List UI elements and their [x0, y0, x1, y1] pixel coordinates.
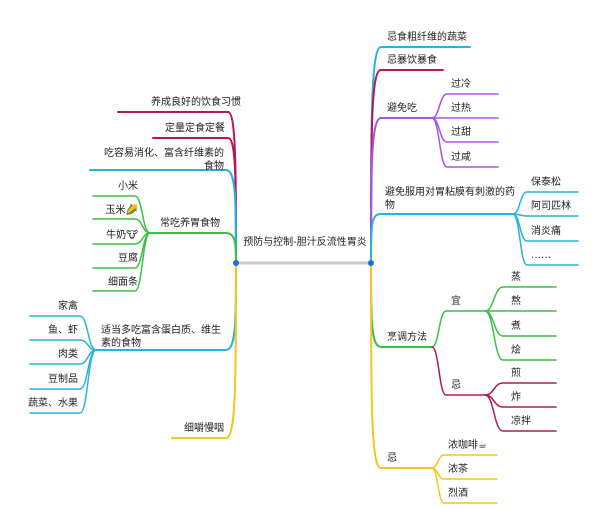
connector-line: [512, 213, 579, 217]
taboo-item[interactable]: 浓咖啡☕: [448, 440, 487, 451]
stomach-food-item[interactable]: 玉米🌽: [105, 205, 138, 216]
connector-line: [484, 382, 557, 396]
drug-item[interactable]: 保泰松: [531, 177, 561, 188]
topic-stomach-food[interactable]: 常吃养胃食物: [160, 218, 220, 229]
topic-avoid-drugs[interactable]: 避免服用对胃粘膜有刺激的药物: [385, 187, 515, 211]
cooking-good-item[interactable]: 蒸: [511, 272, 521, 283]
cooking-bad-item[interactable]: 炸: [511, 392, 521, 403]
connector-line: [370, 262, 433, 469]
connector-line: [89, 169, 237, 264]
right-hub-dot: [368, 260, 374, 266]
stomach-food-item[interactable]: 牛奶🐮: [106, 230, 138, 241]
taboo-item[interactable]: 浓茶: [448, 464, 468, 475]
central-topic[interactable]: 预防与控制-胆汁反流性胃炎: [243, 237, 367, 248]
avoid-item[interactable]: 过咸: [451, 152, 471, 163]
stomach-food-item[interactable]: 豆腐: [118, 253, 138, 264]
protein-food-item[interactable]: 豆制品: [48, 374, 78, 385]
connector-line: [92, 232, 151, 292]
connector-line: [370, 69, 444, 264]
connector-line: [29, 339, 97, 351]
connector-line: [149, 232, 237, 264]
topic-taboo[interactable]: 忌: [387, 453, 397, 464]
topic-chew-slowly[interactable]: 细嚼慢咽: [184, 423, 224, 434]
cooking-bad-item[interactable]: 凉拌: [511, 416, 531, 427]
taboo-item[interactable]: 烈酒: [448, 488, 468, 499]
protein-food-item[interactable]: 肉类: [58, 349, 78, 360]
connector-line: [484, 394, 557, 432]
connector-line: [29, 349, 97, 414]
connector-line: [484, 286, 557, 312]
stomach-food-item[interactable]: 小米: [118, 181, 138, 192]
protein-food-item[interactable]: 蔬菜、水果: [28, 398, 78, 409]
topic-protein-food[interactable]: 适当多吃富含蛋白质、维生素的食物: [101, 325, 221, 349]
topic-avoid-overeating[interactable]: 忌暴饮暴食: [387, 55, 437, 66]
left-hub-dot: [233, 260, 239, 266]
topic-digestible-food[interactable]: 吃容易消化、富含纤维素的食物: [104, 148, 224, 172]
drug-item[interactable]: 消炎痛: [531, 226, 561, 237]
stomach-food-item[interactable]: 细面条: [108, 277, 138, 288]
connector-line: [512, 191, 579, 215]
connector-line: [29, 315, 97, 351]
drug-item[interactable]: 阿司匹林: [531, 201, 571, 212]
topic-cooking-methods[interactable]: 烹调方法: [387, 332, 427, 343]
cooking-good-item[interactable]: 熬: [511, 296, 521, 307]
connector-line: [484, 310, 557, 361]
topic-cooking-bad[interactable]: 忌: [451, 380, 461, 391]
topic-avoid-fiber[interactable]: 忌食粗纤维的蔬菜: [387, 32, 467, 43]
drug-item[interactable]: ……: [531, 250, 551, 261]
protein-food-item[interactable]: 鱼、虾: [48, 325, 78, 336]
connector-line: [431, 117, 499, 168]
avoid-item[interactable]: 过冷: [451, 79, 471, 90]
connector-line: [431, 310, 486, 348]
avoid-item[interactable]: 过甜: [451, 127, 471, 138]
topic-habits[interactable]: 养成良好的饮食习惯: [151, 97, 241, 108]
cooking-good-item[interactable]: 烩: [511, 345, 521, 356]
cooking-good-item[interactable]: 煮: [511, 321, 521, 332]
avoid-item[interactable]: 过热: [451, 103, 471, 114]
topic-avoid-eating[interactable]: 避免吃: [387, 103, 417, 114]
cooking-bad-item[interactable]: 煎: [511, 368, 521, 379]
topic-regular-meals[interactable]: 定量定食定餐: [165, 123, 225, 134]
connector-line: [431, 467, 498, 504]
connector-line: [431, 454, 498, 469]
connector-line: [431, 346, 486, 396]
connector-line: [171, 262, 237, 439]
connector-line: [92, 218, 151, 234]
connector-line: [431, 93, 499, 119]
protein-food-item[interactable]: 家禽: [58, 301, 78, 312]
connector-line: [370, 213, 514, 264]
topic-cooking-good[interactable]: 宜: [451, 296, 461, 307]
connector-line: [512, 213, 579, 266]
